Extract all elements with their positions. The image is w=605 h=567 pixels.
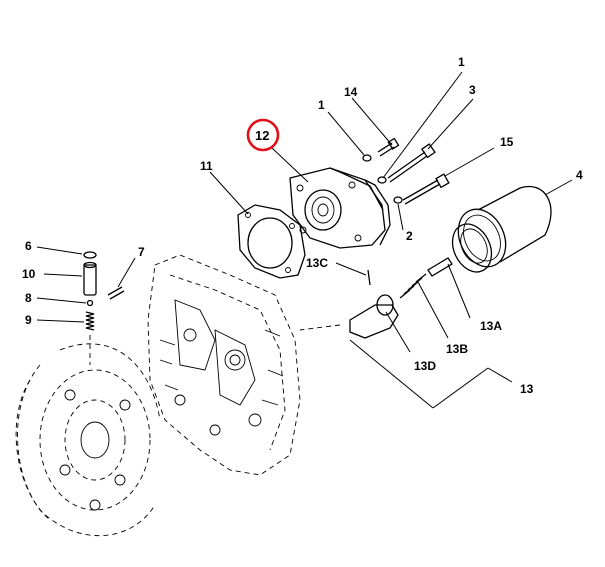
- callout-13a: 13A: [480, 319, 502, 333]
- callout-8: 8: [25, 291, 32, 305]
- callout-13b: 13B: [446, 342, 468, 356]
- callout-2: 2: [406, 229, 413, 243]
- callout-labels: 1 3 14 1 12 15 11 4 2 6 7 13C 10 8 9 13A…: [22, 55, 583, 396]
- callout-12: 12: [255, 128, 269, 143]
- transmission-housing-drawing: [147, 254, 301, 476]
- bolts-drawing: [362, 137, 450, 205]
- callout-6: 6: [25, 239, 32, 253]
- callout-10: 10: [22, 267, 36, 281]
- callout-13c: 13C: [306, 256, 328, 270]
- callout-1-top: 1: [458, 55, 465, 69]
- gasket-11-drawing: [237, 204, 306, 279]
- callout-13d: 13D: [414, 359, 436, 373]
- callout-14: 14: [344, 85, 358, 99]
- pump-housing-12-drawing: [289, 167, 391, 249]
- callout-11: 11: [200, 159, 213, 173]
- callout-9: 9: [25, 313, 32, 327]
- highlight-ring: [246, 118, 280, 152]
- callout-1-left: 1: [318, 98, 325, 112]
- callout-13: 13: [520, 382, 534, 396]
- small-parts-drawing: [83, 251, 125, 365]
- flywheel-drawing: [15, 343, 161, 537]
- callout-4: 4: [576, 168, 583, 182]
- callout-7: 7: [138, 245, 145, 259]
- callout-3: 3: [469, 83, 476, 97]
- assembly-13-drawing: [299, 185, 552, 339]
- callout-15: 15: [500, 135, 514, 149]
- leader-lines: [36, 71, 573, 409]
